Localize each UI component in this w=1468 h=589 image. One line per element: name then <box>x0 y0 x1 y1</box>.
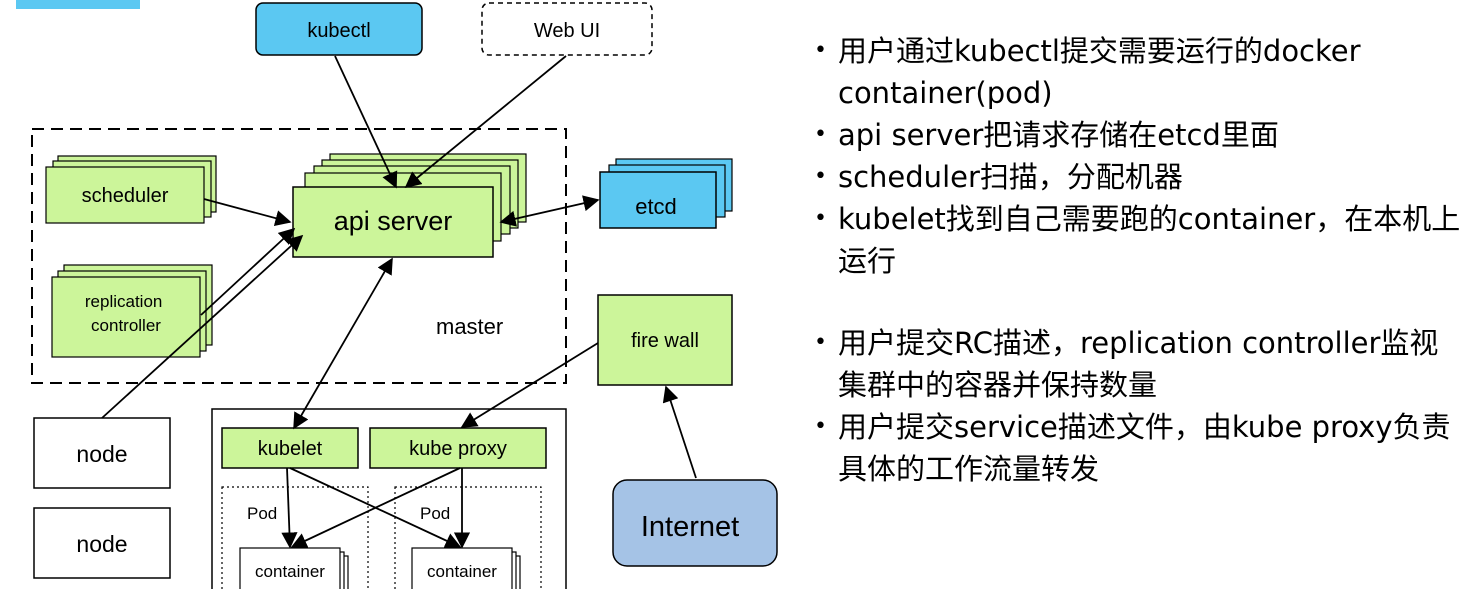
arrow-kubectl-to-api <box>334 55 398 189</box>
corner-accent <box>16 0 140 9</box>
bullet-service: 用户提交service描述文件，由kube proxy负责具体的工作流量转发 <box>812 406 1462 490</box>
api-server-label: api server <box>334 206 453 236</box>
arrow-api-etcd <box>499 195 600 227</box>
web-ui-box: Web UI <box>481 2 653 56</box>
internet-box: Internet <box>612 479 778 567</box>
node-label-1: node <box>76 441 127 467</box>
node-box-1: node <box>33 417 171 489</box>
kubelet-label: kubelet <box>258 438 323 460</box>
bullet-rc: 用户提交RC描述，replication controller监视集群中的容器并… <box>812 322 1462 406</box>
arrow-api-kubelet <box>293 257 393 430</box>
arrow-webui-to-api <box>404 55 567 189</box>
bullet-submit-pod: 用户通过kubectl提交需要运行的docker container(pod) <box>812 30 1462 114</box>
etcd-box: etcd <box>599 158 733 229</box>
pod-box-2: Pod <box>394 486 542 589</box>
arrow-internet-to-firewall <box>662 385 697 479</box>
master-label: master <box>436 314 503 339</box>
arrow-scheduler-to-api <box>203 198 292 227</box>
api-server-box: api server <box>292 153 527 258</box>
container-label-2: container <box>427 562 497 581</box>
kubelet-box: kubelet <box>221 427 359 469</box>
scheduler-box: scheduler <box>45 155 217 224</box>
fire-wall-label: fire wall <box>631 330 699 352</box>
kube-proxy-box: kube proxy <box>369 427 547 469</box>
replication-controller-box: replication controller <box>51 264 213 358</box>
kubectl-box: kubectl <box>255 2 423 56</box>
arrows <box>101 55 697 549</box>
pod-box-1: Pod <box>221 486 369 589</box>
replication-label-line-1: replication <box>85 292 163 311</box>
bullet-api-etcd: api server把请求存储在etcd里面 <box>812 114 1462 156</box>
pod-label-1: Pod <box>247 504 277 523</box>
container-box-2: container <box>411 547 521 589</box>
container-box-1: container <box>239 547 349 589</box>
fire-wall-box: fire wall <box>597 294 733 386</box>
pod-label-2: Pod <box>420 504 450 523</box>
arrow-node-to-api <box>101 234 304 419</box>
kubectl-label: kubectl <box>307 20 370 42</box>
replication-label-line-2: controller <box>91 316 161 335</box>
replication-controller-label: replication controller <box>85 292 167 335</box>
node-box-2: node <box>33 507 171 579</box>
container-label-1: container <box>255 562 325 581</box>
bullet-kubelet: kubelet找到自己需要跑的container，在本机上运行 <box>812 198 1462 282</box>
scheduler-label: scheduler <box>82 185 169 207</box>
arrow-kubeproxy-to-container-1 <box>290 467 461 549</box>
arrow-firewall-to-kubeproxy <box>460 342 599 428</box>
arrow-rc-to-api <box>200 227 296 316</box>
kubernetes-architecture-diagram: kubectl Web UI master scheduler replicat… <box>16 0 778 589</box>
etcd-label: etcd <box>635 194 677 219</box>
arrow-kubelet-to-container-1 <box>281 467 298 549</box>
internet-label: Internet <box>641 511 739 543</box>
bullet-scheduler: scheduler扫描，分配机器 <box>812 156 1462 198</box>
bullet-gap <box>812 282 1462 322</box>
kube-proxy-label: kube proxy <box>409 438 507 460</box>
web-ui-label: Web UI <box>534 20 600 42</box>
node-label-2: node <box>76 531 127 557</box>
description-bullets: 用户通过kubectl提交需要运行的docker container(pod) … <box>812 30 1462 490</box>
